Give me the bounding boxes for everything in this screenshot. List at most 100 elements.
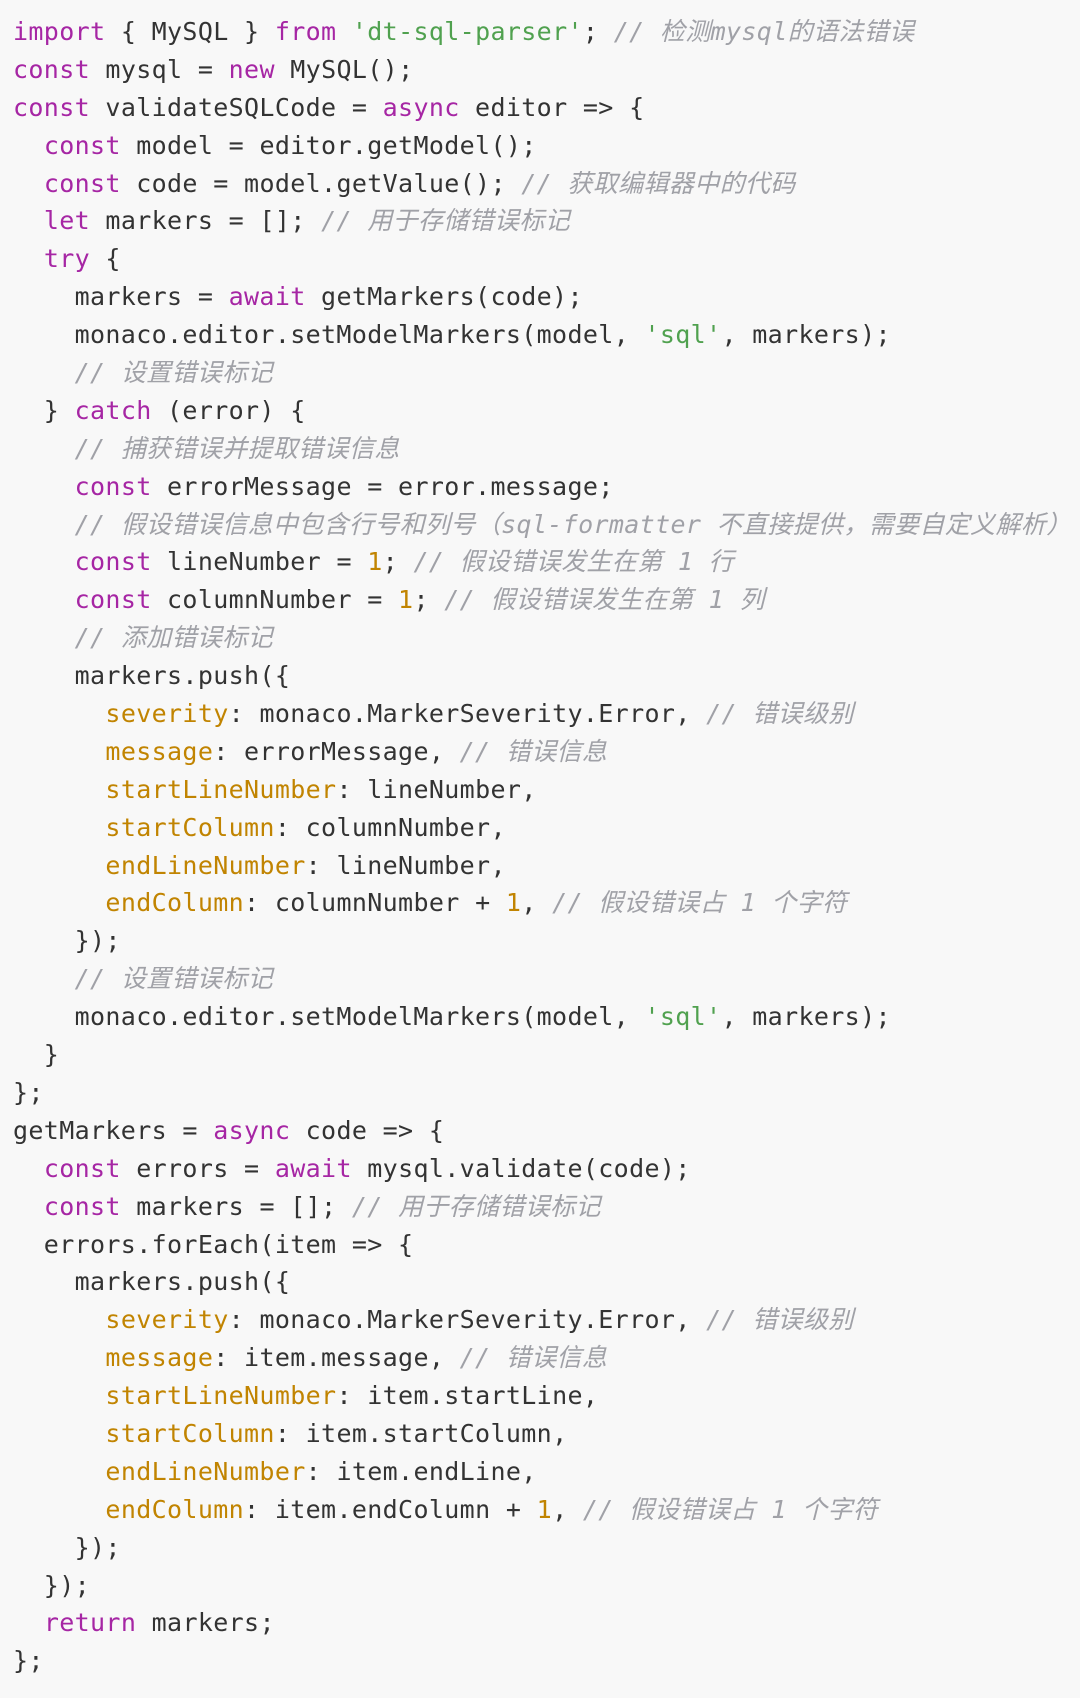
code-text-token: markers; <box>136 1608 275 1638</box>
code-text-token: markers = []; <box>90 206 322 236</box>
code-text-token <box>13 358 75 387</box>
comment-token: // 假设错误发生在第 1 列 <box>444 585 765 615</box>
code-text-token: : columnNumber + <box>244 888 506 918</box>
keyword-token: let <box>43 206 91 236</box>
code-line: severity: monaco.MarkerSeverity.Error, /… <box>13 695 1080 733</box>
keyword-token: const <box>43 168 121 198</box>
code-text-token: MySQL(); <box>274 54 414 84</box>
code-text-token <box>13 547 75 576</box>
code-text-token: getMarkers = <box>13 1115 214 1145</box>
code-line: const errorMessage = error.message; <box>13 468 1080 506</box>
code-text-token: }; <box>13 1077 44 1107</box>
code-text-token: editor => { <box>459 92 645 122</box>
code-text-token <box>13 888 105 917</box>
code-text-token <box>13 585 75 614</box>
keyword-token: from <box>274 17 337 46</box>
code-line: markers.push({ <box>13 1263 1080 1301</box>
code-line: message: item.message, // 错误信息 <box>13 1339 1080 1377</box>
code-line: const validateSQLCode = async editor => … <box>13 89 1080 127</box>
code-text-token <box>13 1495 105 1524</box>
code-line: endColumn: item.endColumn + 1, // 假设错误占 … <box>13 1491 1080 1529</box>
keyword-token: return <box>43 1608 137 1638</box>
code-text-token <box>13 1343 105 1372</box>
code-line: endLineNumber: item.endLine, <box>13 1453 1080 1491</box>
code-text-token: { <box>90 244 121 274</box>
string-token: 'dt-sql-parser' <box>351 17 583 46</box>
keyword-token: await <box>274 1153 352 1183</box>
code-text-token: errors = <box>120 1153 275 1183</box>
code-text-token <box>13 623 75 652</box>
code-text-token <box>13 169 44 198</box>
comment-token: // 错误级别 <box>706 1305 854 1335</box>
code-line: markers.push({ <box>13 657 1080 695</box>
comment-token: // 错误级别 <box>706 699 854 729</box>
code-text-token <box>13 1305 105 1334</box>
property-token: severity <box>105 699 229 729</box>
code-line: // 捕获错误并提取错误信息 <box>13 430 1080 468</box>
code-text-token: mysql.validate(code); <box>351 1153 691 1183</box>
code-line: import { MySQL } from 'dt-sql-parser'; /… <box>13 13 1080 51</box>
keyword-token: const <box>43 130 121 160</box>
code-line: endColumn: columnNumber + 1, // 假设错误占 1 … <box>13 884 1080 922</box>
code-text-token <box>13 131 44 160</box>
code-text-token <box>13 964 75 993</box>
code-text-token: ; <box>582 17 614 46</box>
code-text-token: : lineNumber, <box>336 774 537 804</box>
code-text-token: mysql = <box>90 54 229 84</box>
code-line: markers = await getMarkers(code); <box>13 278 1080 316</box>
code-text-token: } <box>13 395 75 425</box>
comment-token: // 假设错误信息中包含行号和列号（sql-formatter 不直接提供，需要… <box>74 509 1072 539</box>
comment-token: // 用于存储错误标记 <box>321 206 571 236</box>
code-text-token: markers.push({ <box>13 661 291 691</box>
property-token: startLineNumber <box>105 1381 337 1411</box>
string-token: 'sql' <box>644 320 722 350</box>
property-token: startColumn <box>105 1418 275 1448</box>
property-token: endColumn <box>105 888 245 918</box>
code-line: // 假设错误信息中包含行号和列号（sql-formatter 不直接提供，需要… <box>13 506 1080 544</box>
keyword-token: await <box>228 282 306 312</box>
comment-token: // 错误信息 <box>459 736 608 766</box>
code-line: severity: monaco.MarkerSeverity.Error, /… <box>13 1301 1080 1339</box>
code-text-token <box>13 699 105 728</box>
code-line: const lineNumber = 1; // 假设错误发生在第 1 行 <box>13 543 1080 581</box>
keyword-token: try <box>43 244 91 274</box>
code-text-token <box>13 1457 105 1486</box>
code-line: monaco.editor.setModelMarkers(model, 'sq… <box>13 316 1080 354</box>
code-text-token: ; <box>382 547 414 577</box>
property-token: message <box>105 1343 214 1373</box>
code-text-token <box>13 1192 44 1221</box>
code-line: getMarkers = async code => { <box>13 1112 1080 1150</box>
code-text-token: }; <box>13 1646 44 1676</box>
code-line: startColumn: item.startColumn, <box>13 1415 1080 1453</box>
code-text-token: , <box>521 888 553 918</box>
comment-token: // 获取编辑器中的代码 <box>521 168 796 198</box>
code-text-token <box>13 472 75 501</box>
code-text-token: code => { <box>290 1115 445 1145</box>
keyword-token: const <box>43 1191 121 1221</box>
code-text-token: : item.endColumn + <box>244 1494 537 1524</box>
code-line: const markers = []; // 用于存储错误标记 <box>13 1188 1080 1226</box>
keyword-token: const <box>74 585 152 615</box>
comment-token: // 假设错误占 1 个字符 <box>582 1494 879 1524</box>
code-text-token: : monaco.MarkerSeverity.Error, <box>228 1305 707 1335</box>
comment-token: // 设置错误标记 <box>74 358 273 388</box>
number-token: 1 <box>505 888 522 918</box>
code-line: endLineNumber: lineNumber, <box>13 847 1080 885</box>
code-text-token: : errorMessage, <box>213 736 460 766</box>
code-line: // 设置错误标记 <box>13 354 1080 392</box>
code-text-token: errorMessage = error.message; <box>151 471 614 501</box>
code-line: // 添加错误标记 <box>13 619 1080 657</box>
code-text-token: markers = []; <box>120 1191 352 1221</box>
keyword-token: const <box>13 92 91 122</box>
code-line: startLineNumber: lineNumber, <box>13 771 1080 809</box>
code-line: // 设置错误标记 <box>13 960 1080 998</box>
keyword-token: const <box>43 1153 121 1183</box>
property-token: startLineNumber <box>105 774 337 804</box>
code-line: }; <box>13 1074 1080 1112</box>
code-text-token: : columnNumber, <box>274 812 506 842</box>
keyword-token: catch <box>74 395 152 425</box>
code-text-token <box>13 775 105 804</box>
code-line: const columnNumber = 1; // 假设错误发生在第 1 列 <box>13 581 1080 619</box>
code-text-token: markers.push({ <box>13 1267 291 1297</box>
